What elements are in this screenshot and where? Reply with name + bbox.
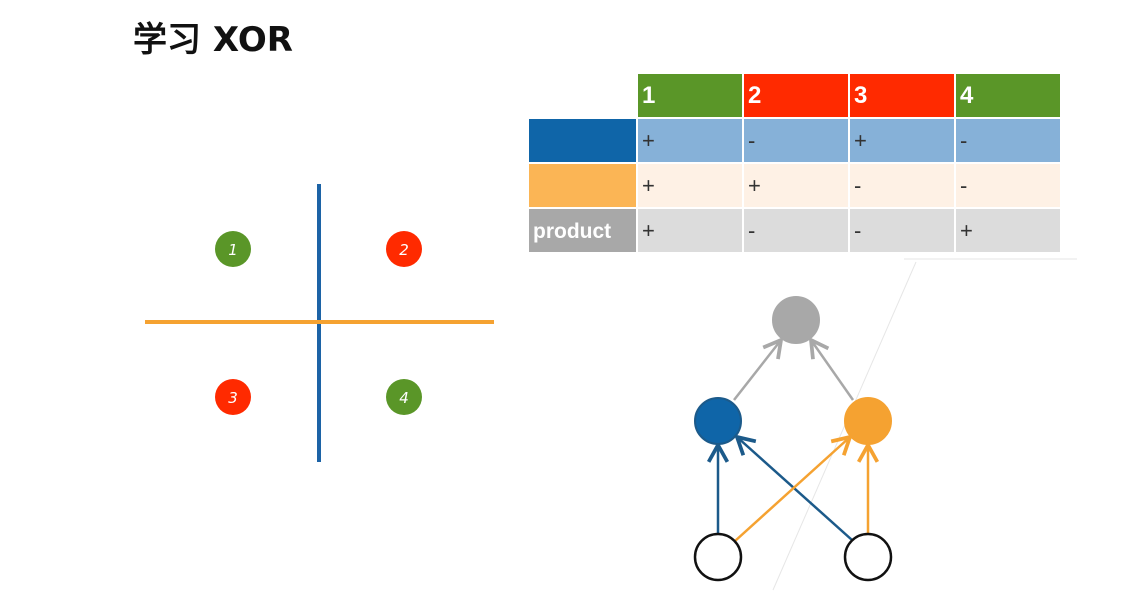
quadrant-marker-1-label: 1 bbox=[228, 241, 238, 259]
output-node bbox=[772, 296, 820, 344]
table-cell-blue-1: + bbox=[638, 119, 742, 162]
input-node-left bbox=[693, 532, 743, 582]
quadrant-marker-3-label: 3 bbox=[228, 389, 238, 407]
table-row-header-orange bbox=[529, 164, 636, 207]
quadrant-marker-3: 3 bbox=[215, 379, 251, 415]
quadrant-marker-2-circle bbox=[386, 231, 422, 267]
table-cell-orange-3: - bbox=[850, 164, 954, 207]
table-row-header-product-label: product bbox=[533, 219, 612, 243]
table-corner-cell bbox=[529, 74, 636, 117]
table-cell-orange-2: + bbox=[744, 164, 848, 207]
quadrant-marker-2: 2 bbox=[386, 231, 422, 267]
table-row-header-blue bbox=[529, 119, 636, 162]
slide-title: 学习 XOR bbox=[133, 20, 293, 60]
table-row-header-product: product bbox=[529, 209, 636, 252]
hidden-node-orange bbox=[844, 397, 892, 445]
quadrant-diagram: 1 2 3 4 bbox=[145, 184, 494, 462]
table-cell-blue-4: - bbox=[956, 119, 1060, 162]
table-row-product: product + - - + bbox=[529, 209, 1060, 252]
table-cell-blue-3: + bbox=[850, 119, 954, 162]
input-node-right bbox=[843, 532, 893, 582]
edge-input-left-to-hidden-orange bbox=[734, 437, 850, 542]
table-cell-orange-1: + bbox=[638, 164, 742, 207]
table-cell-product-2: - bbox=[744, 209, 848, 252]
table-cell-product-1: + bbox=[638, 209, 742, 252]
table-cell-orange-4: - bbox=[956, 164, 1060, 207]
table-cell-product-3: - bbox=[850, 209, 954, 252]
table-column-header-4: 4 bbox=[956, 74, 1060, 117]
quadrant-marker-4: 4 bbox=[386, 379, 422, 415]
quadrant-marker-1: 1 bbox=[215, 231, 251, 267]
edge-hidden-blue-to-output bbox=[733, 340, 781, 401]
table-column-header-3: 3 bbox=[850, 74, 954, 117]
quadrant-marker-4-circle bbox=[386, 379, 422, 415]
xor-sign-table: 1 2 3 4 + - + - + + - - product + - - + bbox=[527, 72, 1062, 254]
table-cell-blue-2: - bbox=[744, 119, 848, 162]
table-column-header-1: 1 bbox=[638, 74, 742, 117]
table-header-row: 1 2 3 4 bbox=[529, 74, 1060, 117]
hidden-node-blue bbox=[694, 397, 742, 445]
quadrant-marker-4-label: 4 bbox=[399, 389, 409, 407]
quadrant-marker-1-circle bbox=[215, 231, 251, 267]
faint-guide-line-diagonal bbox=[772, 261, 917, 591]
quadrant-marker-2-label: 2 bbox=[399, 241, 409, 259]
edge-hidden-orange-to-output bbox=[811, 340, 855, 401]
table-column-header-2: 2 bbox=[744, 74, 848, 117]
table-row-orange: + + - - bbox=[529, 164, 1060, 207]
quadrant-marker-3-circle bbox=[215, 379, 251, 415]
table-row-blue: + - + - bbox=[529, 119, 1060, 162]
table-cell-product-4: + bbox=[956, 209, 1060, 252]
